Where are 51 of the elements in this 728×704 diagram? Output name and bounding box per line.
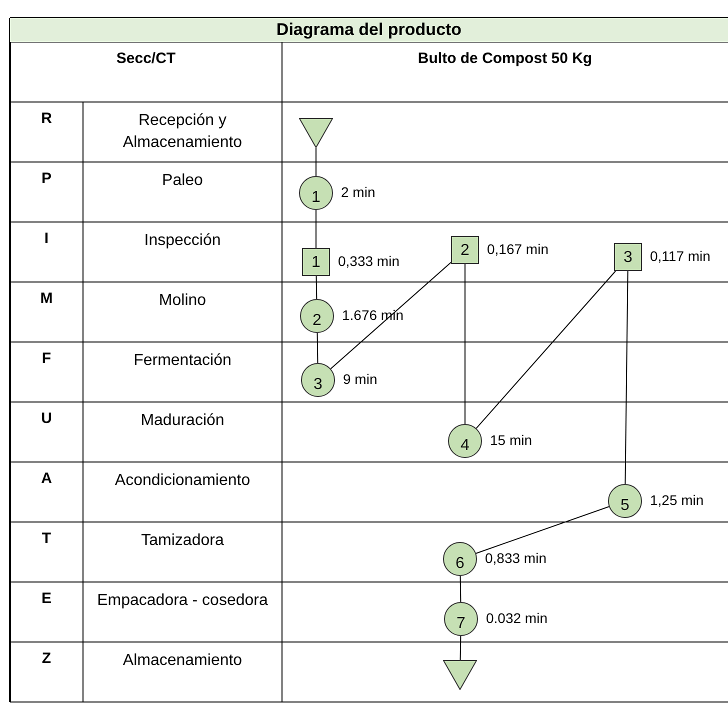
section-code: Z: [40, 650, 52, 667]
workstation-name: Maduración: [140, 411, 226, 431]
duration-label: 1,25 min: [650, 492, 704, 508]
connector-line: [476, 506, 610, 554]
operation-circle: 5: [608, 484, 642, 518]
workstation-name: Paleo: [161, 171, 204, 191]
workstation-name: Inspección: [143, 231, 222, 251]
duration-label: 2 min: [341, 184, 376, 200]
inspection-square: 1: [302, 248, 330, 276]
connector-line: [460, 636, 462, 660]
duration-label: 0,333 min: [338, 253, 400, 269]
connector-line: [330, 262, 452, 370]
section-code: R: [40, 110, 53, 127]
operation-circle: 4: [448, 424, 482, 458]
connector-line: [464, 264, 466, 424]
section-code: T: [40, 530, 52, 547]
column-header: Bulto de Compost 50 Kg: [416, 50, 594, 67]
duration-label: 0,167 min: [487, 241, 548, 257]
duration-label: 15 min: [490, 432, 532, 448]
operation-circle: 6: [443, 542, 477, 576]
connector-line: [460, 576, 462, 602]
section-code: F: [40, 350, 52, 367]
section-code: I: [43, 230, 50, 247]
operation-circle: 3: [301, 363, 335, 397]
connector-line: [476, 270, 616, 429]
column-header: Secc/CT: [115, 50, 177, 67]
section-code: P: [40, 170, 52, 187]
duration-label: 0,833 min: [485, 550, 546, 566]
duration-label: 9 min: [343, 371, 378, 387]
workstation-name: Recepción y Almacenamiento: [122, 111, 244, 153]
section-code: A: [40, 470, 53, 487]
connector-line: [316, 276, 318, 300]
operation-circle: 2: [300, 299, 334, 333]
inspection-square: 3: [614, 243, 642, 271]
workstation-name: Empacadora - cosedora: [96, 591, 269, 611]
workstation-name: Tamizadora: [140, 531, 225, 551]
section-code: U: [40, 410, 53, 427]
workstation-name: Molino: [158, 291, 208, 311]
workstation-name: Acondicionamiento: [114, 471, 252, 491]
section-code: E: [40, 590, 52, 607]
connector-line: [624, 270, 628, 484]
inspection-square: 2: [451, 236, 479, 264]
connector-line: [316, 332, 318, 364]
workstation-name: Fermentación: [132, 351, 232, 371]
duration-label: 0,117 min: [650, 248, 710, 264]
duration-label: 0.032 min: [486, 610, 548, 626]
operation-circle: 7: [444, 602, 478, 636]
operation-circle: 1: [299, 176, 333, 210]
title-banner: Diagrama del producto: [10, 18, 728, 42]
workstation-name: Almacenamiento: [122, 651, 244, 671]
section-code: M: [39, 290, 54, 307]
